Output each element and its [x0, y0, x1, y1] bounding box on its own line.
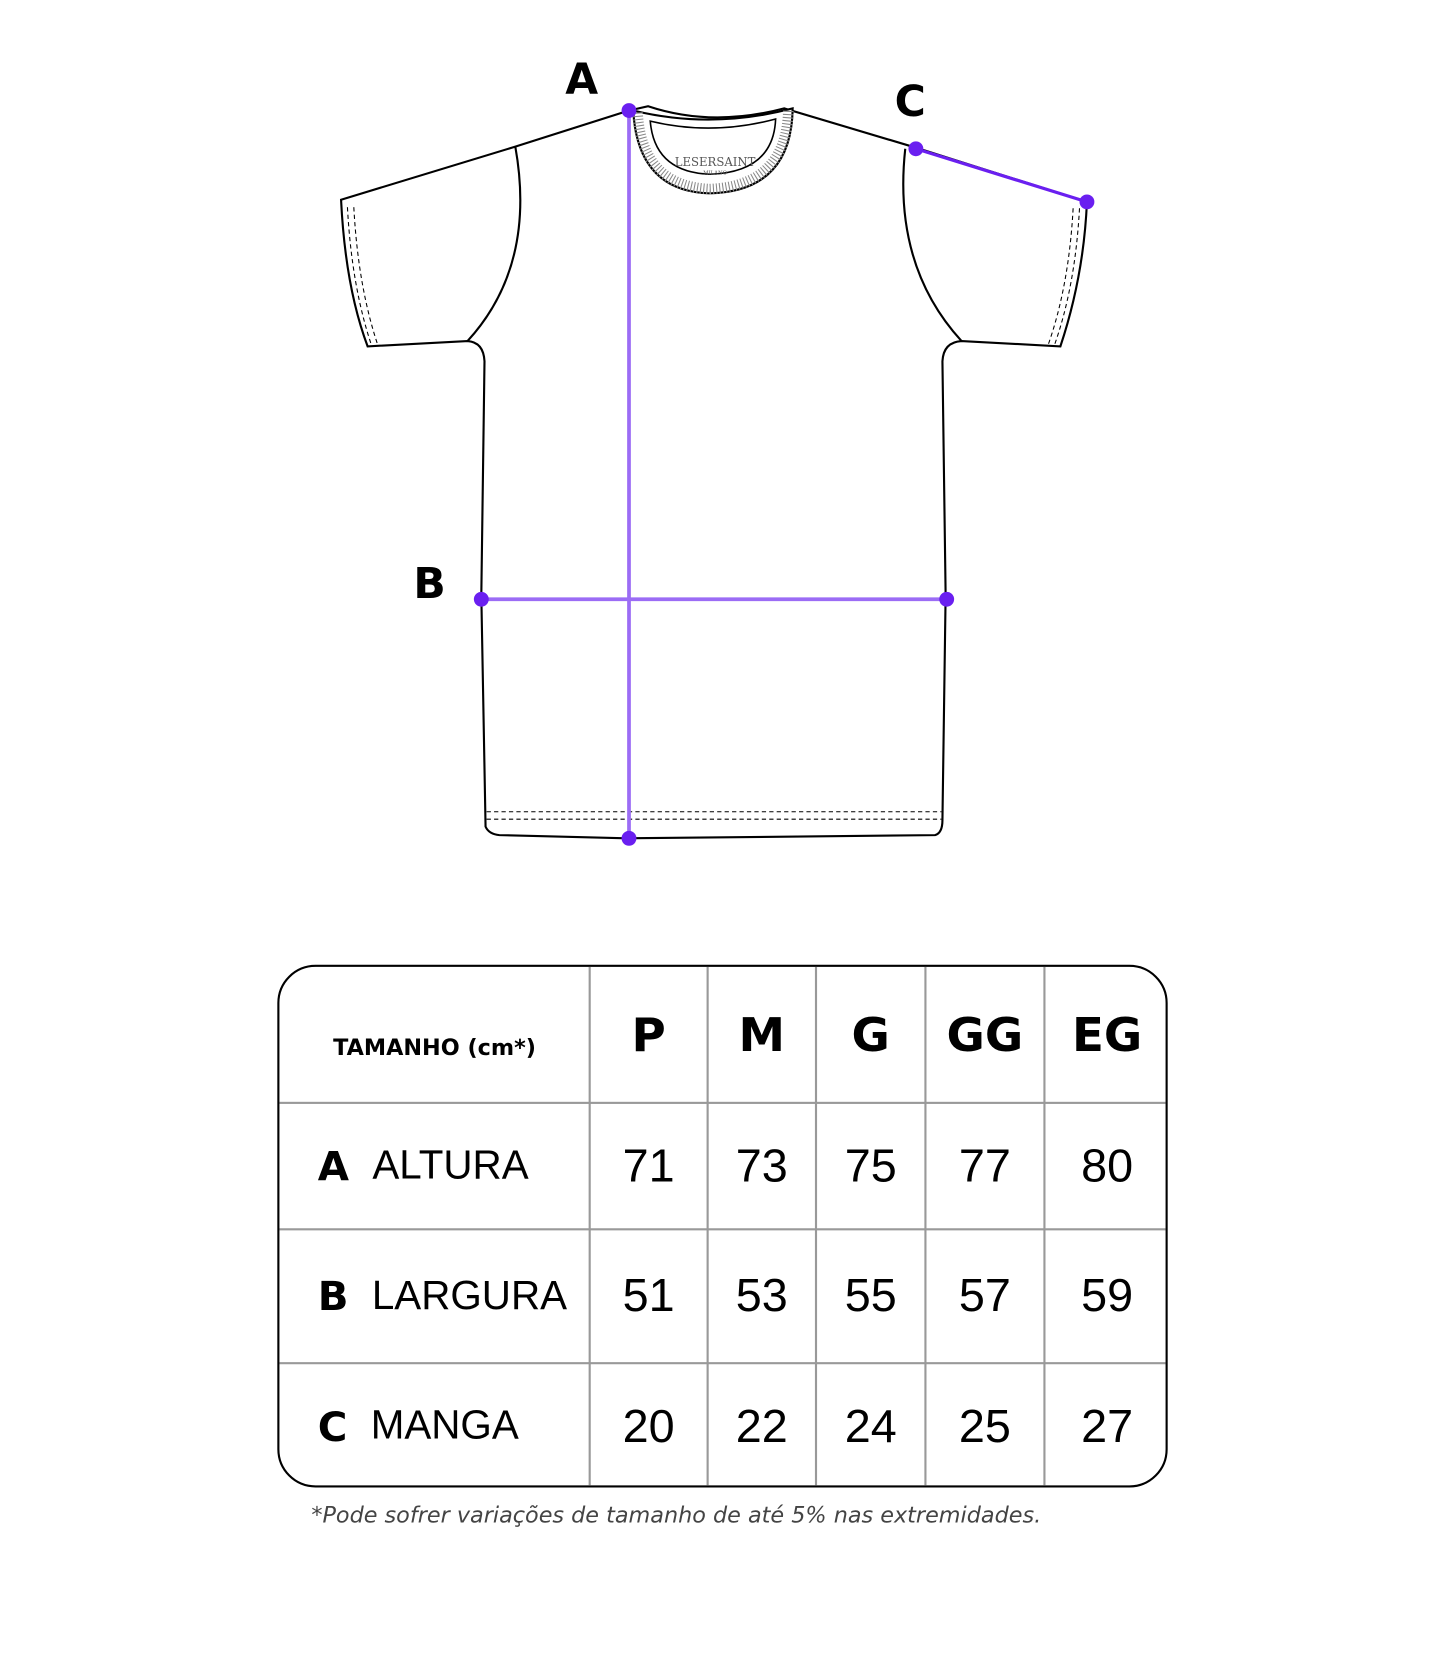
- row-name: LARGURA: [371, 1273, 568, 1319]
- column-divider: [924, 966, 927, 1486]
- tshirt-outline: [339, 105, 1089, 840]
- label-b: B: [413, 559, 446, 609]
- tshirt-diagram: LESERSAINT MILANO: [339, 103, 1095, 846]
- table-cell: 53: [735, 1269, 788, 1322]
- table-cell: 77: [958, 1139, 1011, 1192]
- footnote: *Pode sofrer variações de tamanho de até…: [311, 1502, 1042, 1528]
- label-c: C: [894, 77, 926, 127]
- row-divider: [279, 1101, 1166, 1104]
- column-divider: [814, 966, 818, 1486]
- header-label: TAMANHO (cm*): [333, 1034, 536, 1061]
- table-cell: 55: [844, 1269, 897, 1322]
- row-key: C: [317, 1403, 348, 1450]
- row-key: A: [317, 1142, 349, 1190]
- size-header-m: M: [738, 1007, 786, 1062]
- row-label-manga: C MANGA: [279, 1363, 589, 1485]
- table-cell: 27: [1081, 1399, 1134, 1452]
- size-header-g: G: [851, 1007, 890, 1062]
- table-cell: 80: [1081, 1139, 1134, 1192]
- row-label-largura: B LARGURA: [279, 1229, 589, 1363]
- row-name: ALTURA: [372, 1143, 529, 1188]
- row-divider: [279, 1362, 1166, 1365]
- row-label-altura: A ALTURA: [279, 1103, 589, 1229]
- table-cell: 73: [735, 1139, 788, 1192]
- table-cell: 71: [622, 1139, 675, 1192]
- table-cell: 22: [735, 1399, 788, 1452]
- column-divider: [706, 966, 709, 1486]
- table-cell: 24: [844, 1399, 897, 1452]
- table-cell: 25: [958, 1399, 1011, 1452]
- column-divider: [588, 966, 591, 1486]
- row-name: MANGA: [370, 1403, 519, 1449]
- table-cell: 59: [1081, 1269, 1134, 1322]
- row-key: B: [317, 1272, 349, 1320]
- row-divider: [279, 1228, 1166, 1231]
- svg-text:MILANO: MILANO: [703, 170, 727, 176]
- size-header-eg: EG: [1071, 1007, 1143, 1062]
- table-cell: 51: [622, 1269, 675, 1322]
- brand-logo-text: LESERSAINT: [675, 155, 756, 169]
- measure-c: [915, 147, 1088, 204]
- table-cell: 20: [622, 1399, 675, 1452]
- table-cell: 75: [844, 1139, 897, 1192]
- column-divider: [1043, 966, 1046, 1486]
- label-a: A: [565, 55, 599, 105]
- table-cell: 57: [958, 1269, 1011, 1322]
- size-header-gg: GG: [946, 1007, 1024, 1062]
- size-header-p: P: [631, 1007, 666, 1062]
